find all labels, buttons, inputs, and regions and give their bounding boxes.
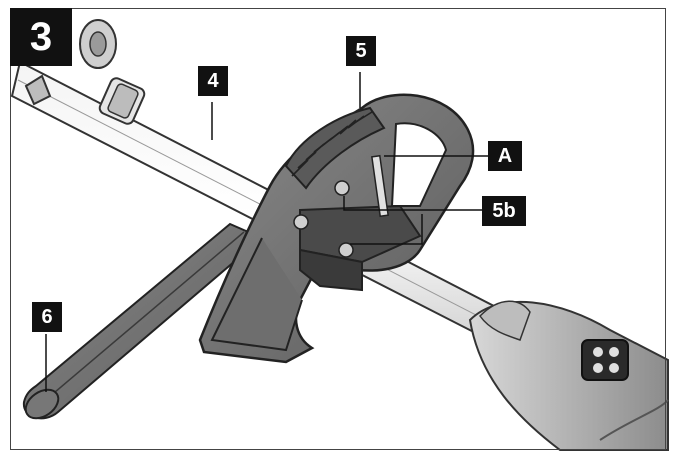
- handle-grip: [284, 106, 386, 190]
- leader-line-5b-lower: [350, 214, 423, 245]
- step-number-badge: 3: [10, 8, 72, 66]
- leader-lines: [45, 72, 490, 392]
- leader-line-5b: [343, 196, 484, 211]
- handle-arm: [22, 222, 264, 420]
- callout-label-5b: 5b: [482, 196, 526, 226]
- figure-frame: [10, 8, 666, 450]
- callout-label-6: 6: [32, 302, 62, 332]
- motor-housing: [468, 300, 669, 451]
- callout-label-4: 4: [198, 66, 228, 96]
- callout-label-5: 5: [346, 36, 376, 66]
- callout-label-A: A: [488, 141, 522, 171]
- handle-clamp-block: [293, 154, 422, 292]
- shaft-clamp-knob: [24, 19, 146, 125]
